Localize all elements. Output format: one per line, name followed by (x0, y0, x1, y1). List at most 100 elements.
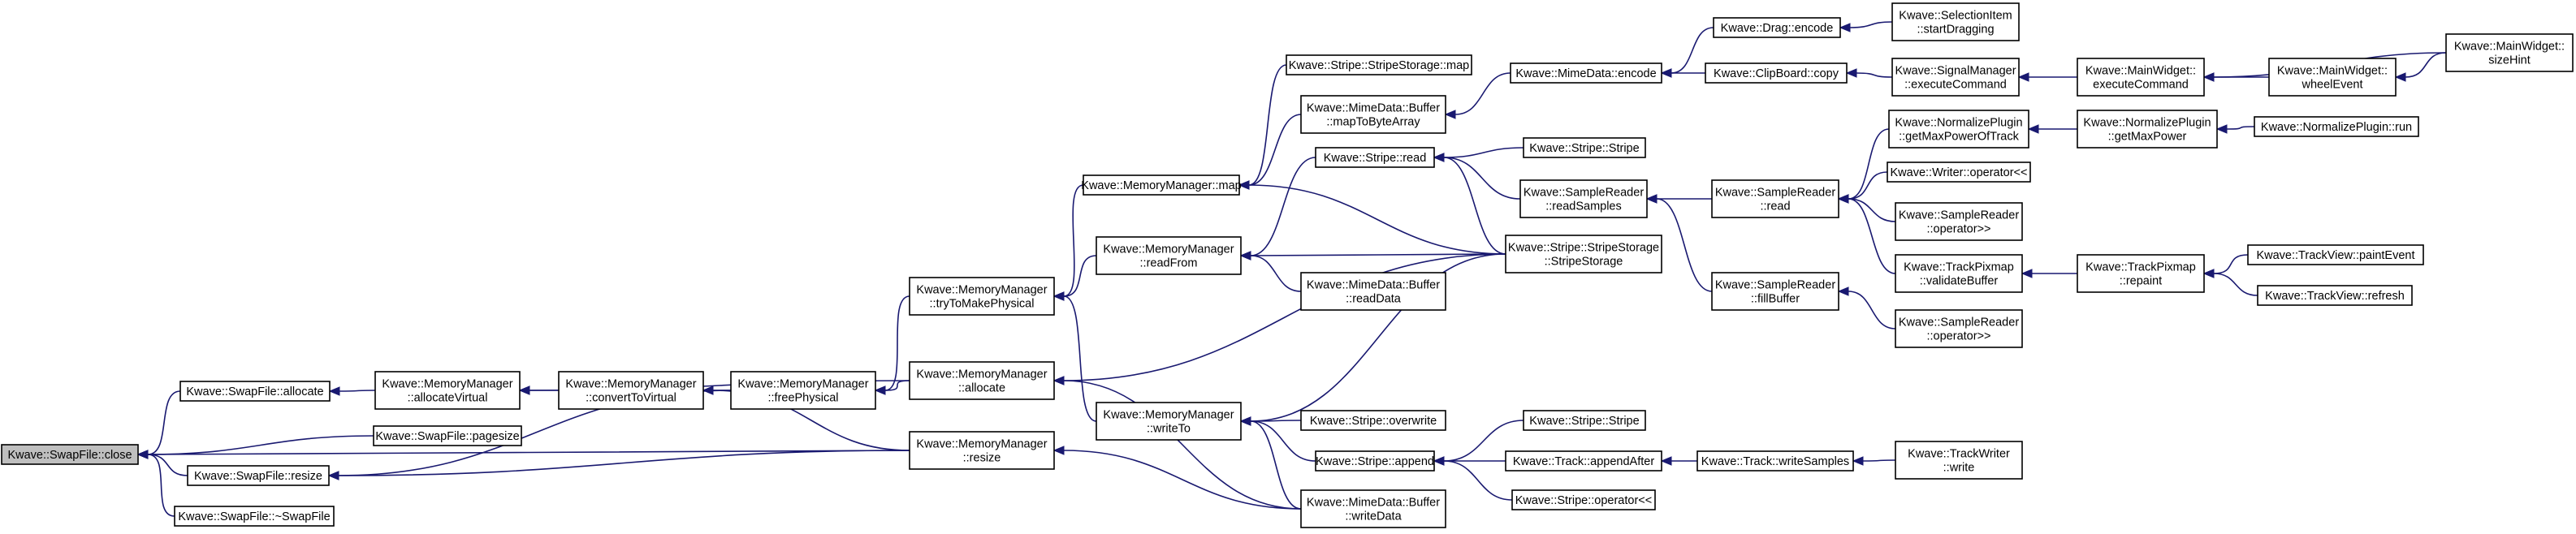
node-box[interactable] (1895, 441, 2023, 480)
node-box[interactable] (2268, 58, 2397, 97)
node-mainwidget-executeCommand[interactable]: Kwave::MainWidget::executeCommand (2077, 58, 2205, 97)
node-box[interactable] (1300, 95, 1446, 134)
node-signalmanager-executeCommand[interactable]: Kwave::SignalManager::executeCommand (1891, 58, 2020, 97)
node-box[interactable] (373, 425, 522, 446)
node-mimebuffer-readData[interactable]: Kwave::MimeData::Buffer::readData (1300, 272, 1446, 311)
node-trackwriter-write[interactable]: Kwave::TrackWriter::write (1895, 441, 2023, 480)
node-stripestorage-ctor[interactable]: Kwave::Stripe::StripeStorage::StripeStor… (1505, 235, 1662, 273)
node-box[interactable] (1096, 402, 1242, 441)
node-swapfile-pagesize[interactable]: Kwave::SwapFile::pagesize (373, 425, 522, 446)
node-box[interactable] (2077, 110, 2218, 149)
node-label: ::resize (963, 452, 1001, 465)
node-box[interactable] (1511, 489, 1656, 510)
node-box[interactable] (1523, 137, 1646, 158)
node-mm-allocateVirtual[interactable]: Kwave::MemoryManager::allocateVirtual (374, 371, 521, 410)
node-stripe-overwrite[interactable]: Kwave::Stripe::overwrite (1300, 410, 1446, 431)
node-box[interactable] (1300, 272, 1446, 311)
node-stripe-opshift[interactable]: Kwave::Stripe::operator<< (1511, 489, 1656, 510)
node-box[interactable] (1315, 147, 1435, 168)
node-box[interactable] (909, 361, 1055, 400)
node-stripestorage-map[interactable]: Kwave::Stripe::StripeStorage::map (1286, 54, 1472, 75)
node-box[interactable] (2077, 254, 2205, 293)
node-stripe-read[interactable]: Kwave::Stripe::read (1315, 147, 1435, 168)
node-box[interactable] (1711, 179, 1839, 218)
node-swapfile-allocate[interactable]: Kwave::SwapFile::allocate (179, 381, 331, 402)
node-mimedata-encode[interactable]: Kwave::MimeData::encode (1510, 62, 1662, 84)
node-box[interactable] (1696, 450, 1854, 472)
node-box[interactable] (1096, 236, 1242, 275)
node-mainwidget-sizeHint[interactable]: Kwave::MainWidget::sizeHint (2445, 33, 2574, 72)
node-track-writeSamples[interactable]: Kwave::Track::writeSamples (1696, 450, 1854, 472)
node-mm-allocate[interactable]: Kwave::MemoryManager::allocate (909, 361, 1055, 400)
node-normalize-getMaxPowerOfTrack[interactable]: Kwave::NormalizePlugin::getMaxPowerOfTra… (1888, 110, 2029, 149)
node-samplereader-readSamples[interactable]: Kwave::SampleReader::readSamples (1519, 179, 1648, 218)
node-box[interactable] (1315, 450, 1435, 472)
node-box[interactable] (1887, 161, 2031, 183)
node-mm-convertToVirtual[interactable]: Kwave::MemoryManager::convertToVirtual (558, 371, 704, 410)
node-mm-resize[interactable]: Kwave::MemoryManager::resize (909, 431, 1055, 470)
node-selectionitem-startDragging[interactable]: Kwave::SelectionItem::startDragging (1891, 2, 2020, 41)
node-box[interactable] (909, 431, 1055, 470)
node-box[interactable] (558, 371, 704, 410)
node-mainwidget-wheelEvent[interactable]: Kwave::MainWidget::wheelEvent (2268, 58, 2397, 97)
node-box[interactable] (1510, 62, 1662, 84)
node-box[interactable] (1891, 2, 2020, 41)
node-box[interactable] (1300, 489, 1446, 528)
node-mm-readFrom[interactable]: Kwave::MemoryManager::readFrom (1096, 236, 1242, 275)
node-normalize-getMaxPower[interactable]: Kwave::NormalizePlugin::getMaxPower (2077, 110, 2218, 149)
node-samplereader-fillBuffer[interactable]: Kwave::SampleReader::fillBuffer (1711, 272, 1839, 311)
node-box[interactable] (1523, 410, 1646, 431)
node-mimebuffer-writeData[interactable]: Kwave::MimeData::Buffer::writeData (1300, 489, 1446, 528)
node-mm-writeTo[interactable]: Kwave::MemoryManager::writeTo (1096, 402, 1242, 441)
node-box[interactable] (1083, 174, 1240, 196)
node-box[interactable] (2257, 285, 2413, 306)
node-swapfile-dtor[interactable]: Kwave::SwapFile::~SwapFile (174, 506, 335, 527)
node-box[interactable] (909, 277, 1055, 316)
node-mimebuffer-mapToByteArray[interactable]: Kwave::MimeData::Buffer::mapToByteArray (1300, 95, 1446, 134)
node-box[interactable] (187, 465, 330, 486)
node-samplereader-opshr1[interactable]: Kwave::SampleReader::operator>> (1895, 202, 2023, 241)
node-trackpixmap-repaint[interactable]: Kwave::TrackPixmap::repaint (2077, 254, 2205, 293)
node-box[interactable] (1888, 110, 2029, 149)
node-mm-map[interactable]: Kwave::MemoryManager::map (1081, 174, 1242, 196)
node-trackpixmap-validateBuffer[interactable]: Kwave::TrackPixmap::validateBuffer (1895, 254, 2023, 293)
edge-swapfile-pagesize-to-swapfile-close (147, 435, 374, 455)
node-box[interactable] (1, 444, 139, 465)
node-trackview-refresh[interactable]: Kwave::TrackView::refresh (2257, 285, 2413, 306)
node-box[interactable] (1713, 17, 1841, 38)
node-box[interactable] (1895, 254, 2023, 293)
node-mm-freePhysical[interactable]: Kwave::MemoryManager::freePhysical (730, 371, 876, 410)
node-drag-encode[interactable]: Kwave::Drag::encode (1713, 17, 1841, 38)
node-box[interactable] (1286, 54, 1472, 75)
node-box[interactable] (1505, 235, 1662, 273)
node-clipboard-copy[interactable]: Kwave::ClipBoard::copy (1705, 62, 1848, 84)
node-box[interactable] (2445, 33, 2574, 72)
node-samplereader-read[interactable]: Kwave::SampleReader::read (1711, 179, 1839, 218)
node-stripe-append[interactable]: Kwave::Stripe::append (1315, 450, 1435, 472)
node-box[interactable] (174, 506, 335, 527)
node-normalize-run[interactable]: Kwave::NormalizePlugin::run (2254, 116, 2419, 137)
node-box[interactable] (1505, 450, 1662, 472)
node-trackview-paintEvent[interactable]: Kwave::TrackView::paintEvent (2247, 244, 2424, 265)
node-samplereader-opshr2[interactable]: Kwave::SampleReader::operator>> (1895, 309, 2023, 348)
node-box[interactable] (2254, 116, 2419, 137)
node-box[interactable] (1895, 309, 2023, 348)
node-box[interactable] (374, 371, 521, 410)
node-box[interactable] (1705, 62, 1848, 84)
node-stripe-ctor2[interactable]: Kwave::Stripe::Stripe (1523, 410, 1646, 431)
node-box[interactable] (1300, 410, 1446, 431)
node-box[interactable] (1519, 179, 1648, 218)
node-track-appendAfter[interactable]: Kwave::Track::appendAfter (1505, 450, 1662, 472)
node-writer-opshift[interactable]: Kwave::Writer::operator<< (1887, 161, 2031, 183)
node-mm-tryToMakePhysical[interactable]: Kwave::MemoryManager::tryToMakePhysical (909, 277, 1055, 316)
node-box[interactable] (2077, 58, 2205, 97)
node-box[interactable] (1711, 272, 1839, 311)
node-box[interactable] (1891, 58, 2020, 97)
node-box[interactable] (179, 381, 331, 402)
node-box[interactable] (1895, 202, 2023, 241)
node-box[interactable] (730, 371, 876, 410)
node-swapfile-resize[interactable]: Kwave::SwapFile::resize (187, 465, 330, 486)
node-swapfile-close[interactable]: Kwave::SwapFile::close (1, 444, 139, 465)
node-stripe-ctor1[interactable]: Kwave::Stripe::Stripe (1523, 137, 1646, 158)
node-box[interactable] (2247, 244, 2424, 265)
